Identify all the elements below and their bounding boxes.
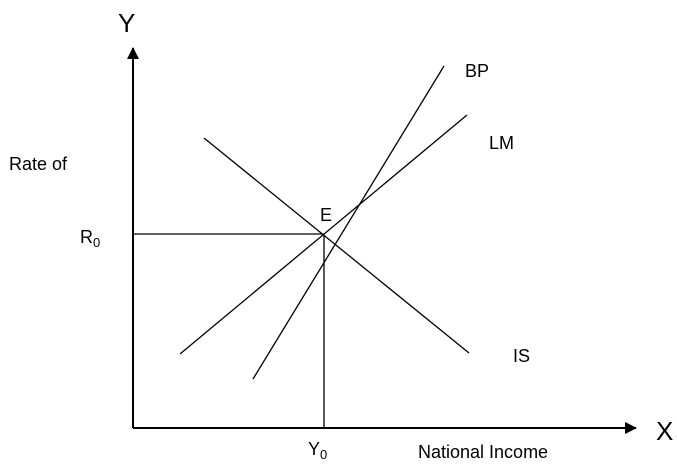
y-axis-label: Rate of — [9, 154, 68, 174]
income-equilibrium-label: Y0 — [308, 439, 327, 462]
is-curve-label: IS — [513, 346, 530, 366]
x-axis-letter: X — [656, 416, 673, 446]
rate-equilibrium-label: R0 — [80, 227, 100, 250]
income-equilibrium-main: Y — [308, 439, 320, 459]
x-axis-label: National Income — [418, 442, 548, 462]
y-axis-letter: Y — [118, 8, 135, 38]
lm-curve-label: LM — [489, 133, 514, 153]
income-equilibrium-subscript: 0 — [320, 447, 327, 462]
equilibrium-label: E — [320, 205, 332, 225]
rate-equilibrium-main: R — [80, 227, 93, 247]
is-curve — [203, 137, 470, 354]
bp-curve — [252, 65, 445, 380]
lm-curve — [179, 114, 468, 355]
rate-equilibrium-subscript: 0 — [93, 235, 100, 250]
bp-curve-label: BP — [465, 61, 489, 81]
